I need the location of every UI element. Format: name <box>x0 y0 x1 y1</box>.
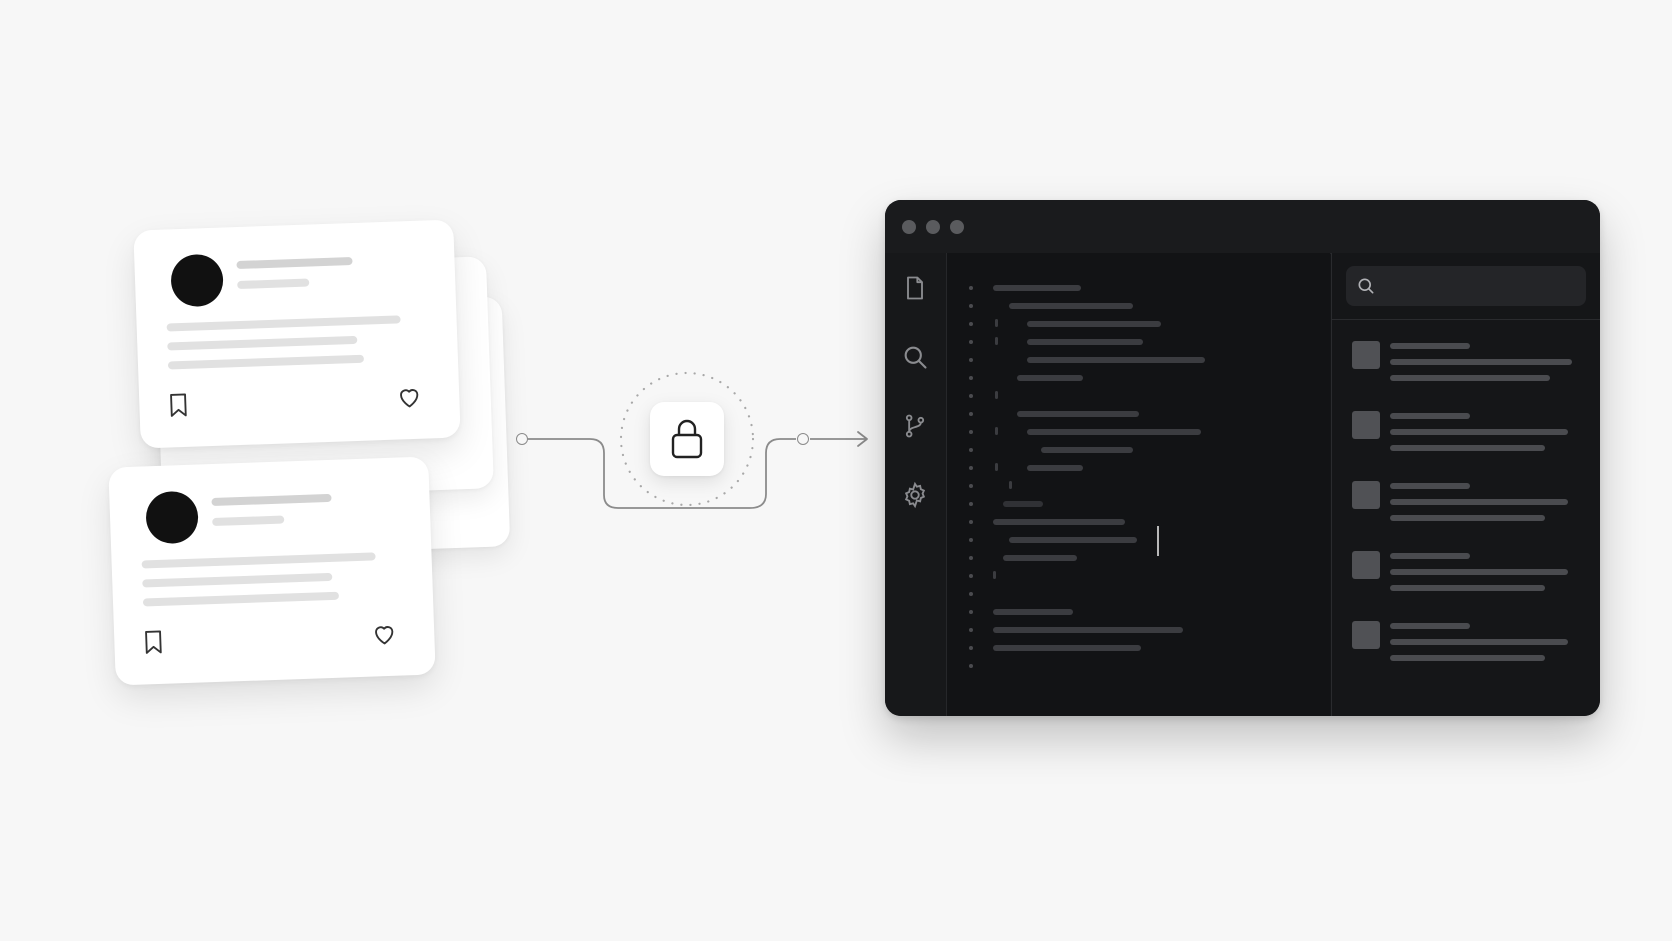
gutter-dot <box>969 592 973 596</box>
lock-badge <box>650 402 724 476</box>
search-result-item[interactable] <box>1352 481 1586 531</box>
gutter-dot <box>969 646 973 650</box>
gutter-dot <box>969 628 973 632</box>
code-line <box>993 645 1141 651</box>
gutter-dot <box>969 412 973 416</box>
gutter-dot <box>969 322 973 326</box>
result-line <box>1390 445 1545 451</box>
result-thumbnail <box>1352 481 1380 509</box>
connector-end-node <box>797 433 809 445</box>
code-brace <box>995 337 998 345</box>
code-line <box>993 627 1183 633</box>
gutter-dot <box>969 376 973 380</box>
search-result-item[interactable] <box>1352 621 1586 671</box>
gutter-dot <box>969 286 973 290</box>
code-line <box>1017 411 1139 417</box>
code-line <box>1027 357 1205 363</box>
gutter-dot <box>969 340 973 344</box>
result-line <box>1390 655 1545 661</box>
code-line <box>1009 303 1133 309</box>
code-brace <box>995 463 998 471</box>
file-icon[interactable] <box>901 274 929 302</box>
code-brace <box>993 571 996 579</box>
gutter-dot <box>969 610 973 614</box>
post-card-bottom[interactable] <box>108 456 436 686</box>
search-panel <box>1331 253 1600 716</box>
result-line <box>1390 585 1545 591</box>
activity-bar <box>885 253 947 716</box>
git-branch-icon[interactable] <box>901 412 929 440</box>
code-line <box>1027 429 1201 435</box>
code-line <box>993 519 1125 525</box>
title-bar <box>885 200 1600 254</box>
gutter-dot <box>969 664 973 668</box>
result-title <box>1390 413 1470 419</box>
gutter-dot <box>969 430 973 434</box>
text-cursor <box>1157 526 1159 556</box>
result-title <box>1390 343 1470 349</box>
code-line <box>1003 501 1043 507</box>
panel-divider <box>1332 319 1600 320</box>
search-icon <box>1356 276 1376 296</box>
code-line <box>1009 537 1137 543</box>
search-result-item[interactable] <box>1352 341 1586 391</box>
code-brace <box>995 319 998 327</box>
code-line <box>1027 321 1161 327</box>
search-result-item[interactable] <box>1352 551 1586 601</box>
lock-icon <box>671 419 703 459</box>
gutter-dot <box>969 304 973 308</box>
code-line <box>993 609 1073 615</box>
gutter-dot <box>969 538 973 542</box>
code-line <box>1003 555 1077 561</box>
post-card-top[interactable] <box>133 219 461 449</box>
result-line <box>1390 569 1568 575</box>
result-thumbnail <box>1352 621 1380 649</box>
result-title <box>1390 623 1470 629</box>
search-result-item[interactable] <box>1352 411 1586 461</box>
code-line <box>1027 465 1083 471</box>
result-thumbnail <box>1352 341 1380 369</box>
code-brace <box>995 427 998 435</box>
result-line <box>1390 499 1568 505</box>
result-thumbnail <box>1352 551 1380 579</box>
gutter-dot <box>969 502 973 506</box>
heart-icon[interactable] <box>395 383 424 412</box>
gutter-dot <box>969 520 973 524</box>
gutter-dot <box>969 394 973 398</box>
editor-window <box>885 200 1600 716</box>
connector-start-node <box>516 433 528 445</box>
result-line <box>1390 639 1568 645</box>
code-editor[interactable] <box>947 253 1330 716</box>
gear-icon[interactable] <box>901 481 929 509</box>
gutter-dot <box>969 484 973 488</box>
result-line <box>1390 375 1550 381</box>
gutter-dot <box>969 574 973 578</box>
heart-icon[interactable] <box>370 620 399 649</box>
code-line <box>1027 339 1143 345</box>
code-brace <box>1009 481 1012 489</box>
result-title <box>1390 553 1470 559</box>
code-brace <box>995 391 998 399</box>
bookmark-icon[interactable] <box>139 628 168 657</box>
gutter-dot <box>969 448 973 452</box>
result-thumbnail <box>1352 411 1380 439</box>
window-close-dot[interactable] <box>902 220 916 234</box>
gutter-dot <box>969 466 973 470</box>
result-line <box>1390 515 1545 521</box>
code-line <box>1017 375 1083 381</box>
gutter-dot <box>969 556 973 560</box>
code-line <box>1041 447 1133 453</box>
result-title <box>1390 483 1470 489</box>
result-line <box>1390 429 1568 435</box>
bookmark-icon[interactable] <box>164 391 193 420</box>
window-minimize-dot[interactable] <box>926 220 940 234</box>
result-line <box>1390 359 1572 365</box>
window-maximize-dot[interactable] <box>950 220 964 234</box>
search-icon[interactable] <box>901 343 929 371</box>
search-input[interactable] <box>1346 266 1586 306</box>
code-line <box>993 285 1081 291</box>
gutter-dot <box>969 358 973 362</box>
